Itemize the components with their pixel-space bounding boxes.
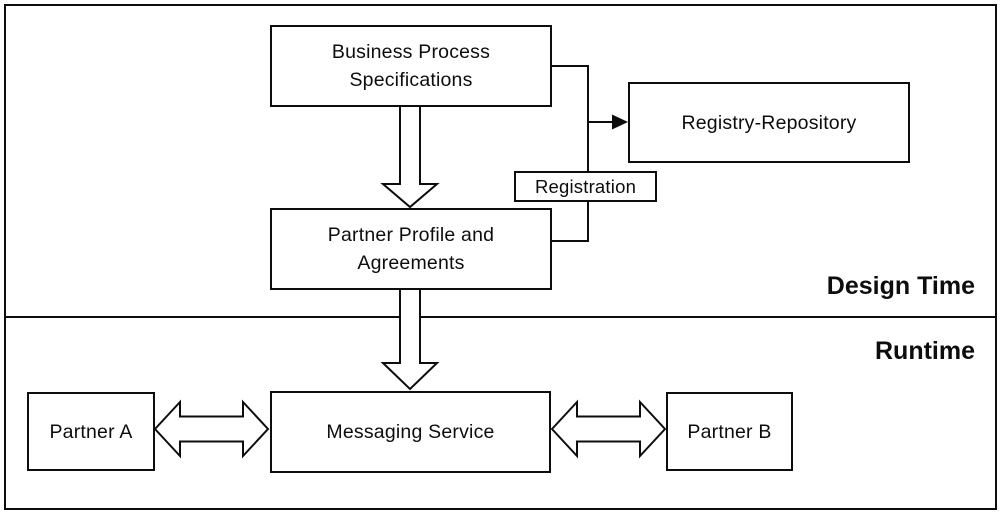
runtime-label: Runtime (875, 337, 975, 365)
node-label: Partner B (687, 420, 772, 443)
node-label: Agreements (357, 252, 465, 274)
node-label: Messaging Service (326, 421, 495, 443)
registration-connector-label: Registration (514, 171, 657, 202)
node-messaging-service: Messaging Service (270, 391, 551, 473)
node-partner-profile-and-agreements: Partner Profile and Agreements (270, 208, 552, 290)
node-label: Registry-Repository (681, 111, 857, 134)
double-arrow-partner-a-messaging (153, 399, 270, 459)
node-business-process-specifications: Business Process Specifications (270, 25, 552, 107)
down-arrow-profile-to-messaging (380, 288, 440, 391)
registry-arrowhead-icon (612, 114, 628, 130)
node-label: Specifications (349, 69, 473, 91)
down-arrow-business-to-profile (380, 105, 440, 209)
registration-connector-line (552, 65, 589, 242)
outer-border (4, 4, 997, 510)
node-partner-a: Partner A (27, 392, 155, 471)
node-label: Partner Profile and (327, 224, 495, 246)
connector-label: Registration (534, 175, 637, 197)
node-partner-b: Partner B (666, 392, 793, 471)
node-label: Business Process (331, 41, 491, 63)
double-arrow-messaging-partner-b (550, 399, 667, 459)
node-registry-repository: Registry-Repository (628, 82, 910, 163)
design-time-label: Design Time (826, 272, 975, 300)
node-label: Partner A (49, 420, 133, 443)
